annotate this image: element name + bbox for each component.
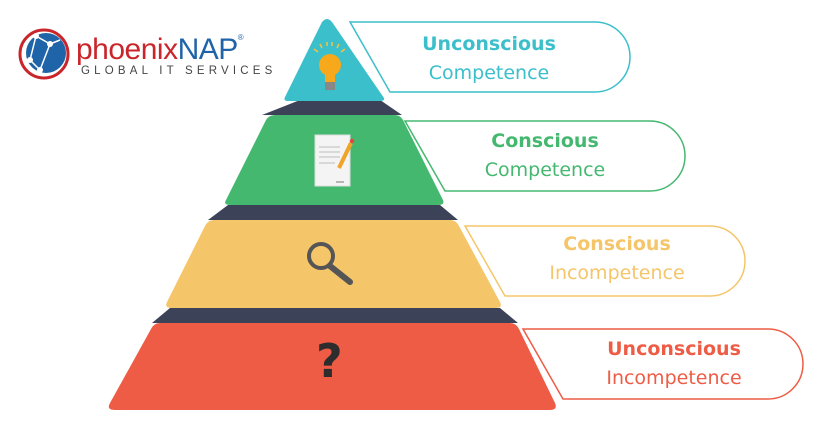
label-pill-outline [463,225,746,297]
label-pill-outline [521,328,804,400]
level-subtitle: Competence [428,62,550,84]
logo-name-part1: phoenix [76,33,178,66]
level-title: Conscious [563,233,671,255]
level-label-1: Unconscious Competence [369,30,609,88]
level-title: Conscious [491,130,599,152]
level-title: Unconscious [422,33,556,55]
question-mark-icon: ? [316,334,343,388]
lightbulb-icon [313,42,346,90]
logo-wordmark: phoenixNAP® [76,33,244,67]
label-pill-outline [348,21,631,93]
document-pencil-icon [314,134,355,187]
label-pill-outline [403,120,686,192]
level-subtitle: Competence [484,159,606,181]
level-subtitle: Incompetence [606,367,742,389]
pyramid-shadow-band [152,308,518,323]
level-title: Unconscious [607,338,741,360]
pyramid-shadow-band [262,100,402,115]
pyramid-level-3 [166,220,501,308]
level-subtitle: Incompetence [549,262,685,284]
level-label-2: Conscious Competence [425,127,665,185]
logo-tagline: GLOBAL IT SERVICES [81,65,277,77]
pyramid-level-4 [108,323,556,410]
logo-globe-icon [18,28,70,80]
logo-registered: ® [237,33,244,42]
pyramid-shadow-band [208,205,458,220]
level-label-4: Unconscious Incompetence [554,335,794,393]
magnifier-icon [307,242,353,285]
level-label-3: Conscious Incompetence [497,230,737,288]
logo-name-part2: NAP [177,33,239,66]
